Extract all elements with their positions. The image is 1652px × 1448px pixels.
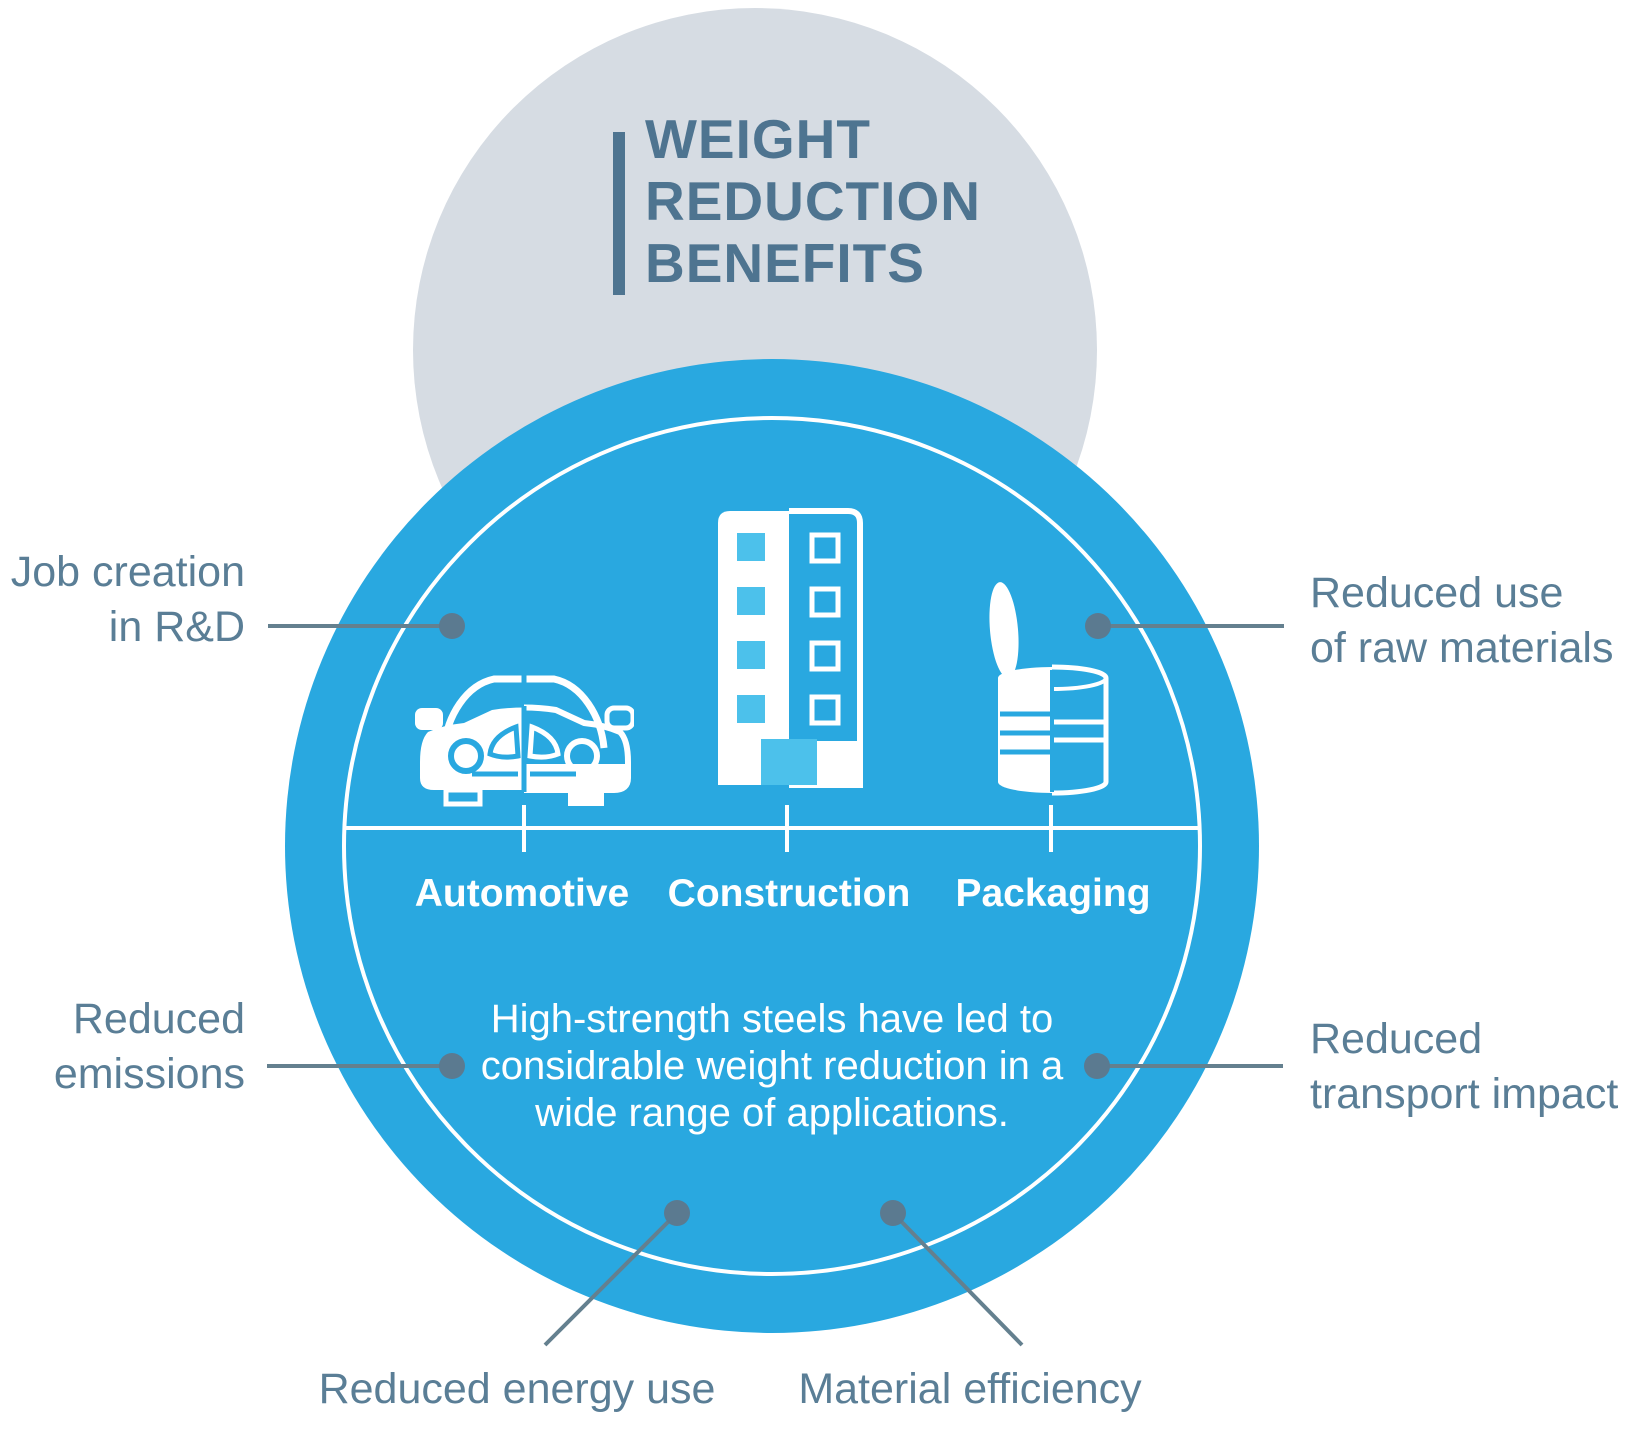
dot-left-top xyxy=(439,613,465,639)
category-label-construction: Construction xyxy=(667,872,911,915)
connector-bottom-right xyxy=(891,1211,1024,1347)
description-text: High-strength steels have led to considr… xyxy=(480,997,1064,1135)
dot-left-middle xyxy=(439,1053,465,1079)
page-title: WEIGHT REDUCTION BENEFITS xyxy=(645,108,981,294)
dot-right-middle xyxy=(1084,1053,1110,1079)
building-icon xyxy=(718,508,863,788)
category-label-automotive: Automotive xyxy=(414,872,630,915)
inner-ring xyxy=(342,416,1202,1276)
dot-right-top xyxy=(1085,613,1111,639)
benefits-circle xyxy=(285,359,1259,1333)
dot-bottom-right xyxy=(880,1200,906,1226)
car-icon xyxy=(415,672,634,807)
title-accent-bar xyxy=(613,132,625,295)
benefit-connectors xyxy=(267,624,1284,1347)
benefit-label-transport: Reduced transport impact xyxy=(1310,1015,1619,1118)
category-axis xyxy=(346,805,1198,852)
connector-bottom-left xyxy=(543,1211,679,1347)
benefit-dots xyxy=(439,613,1111,1226)
dot-bottom-left xyxy=(664,1200,690,1226)
benefit-label-raw-materials: Reduced use of raw materials xyxy=(1310,569,1614,672)
open-can-icon xyxy=(989,582,1109,796)
benefit-label-job-creation: Job creation in R&D xyxy=(10,548,245,651)
benefit-label-material-efficiency: Material efficiency xyxy=(798,1365,1142,1413)
category-label-packaging: Packaging xyxy=(955,872,1151,915)
benefit-label-energy: Reduced energy use xyxy=(318,1365,716,1413)
benefit-label-emissions: Reduced emissions xyxy=(53,995,245,1098)
